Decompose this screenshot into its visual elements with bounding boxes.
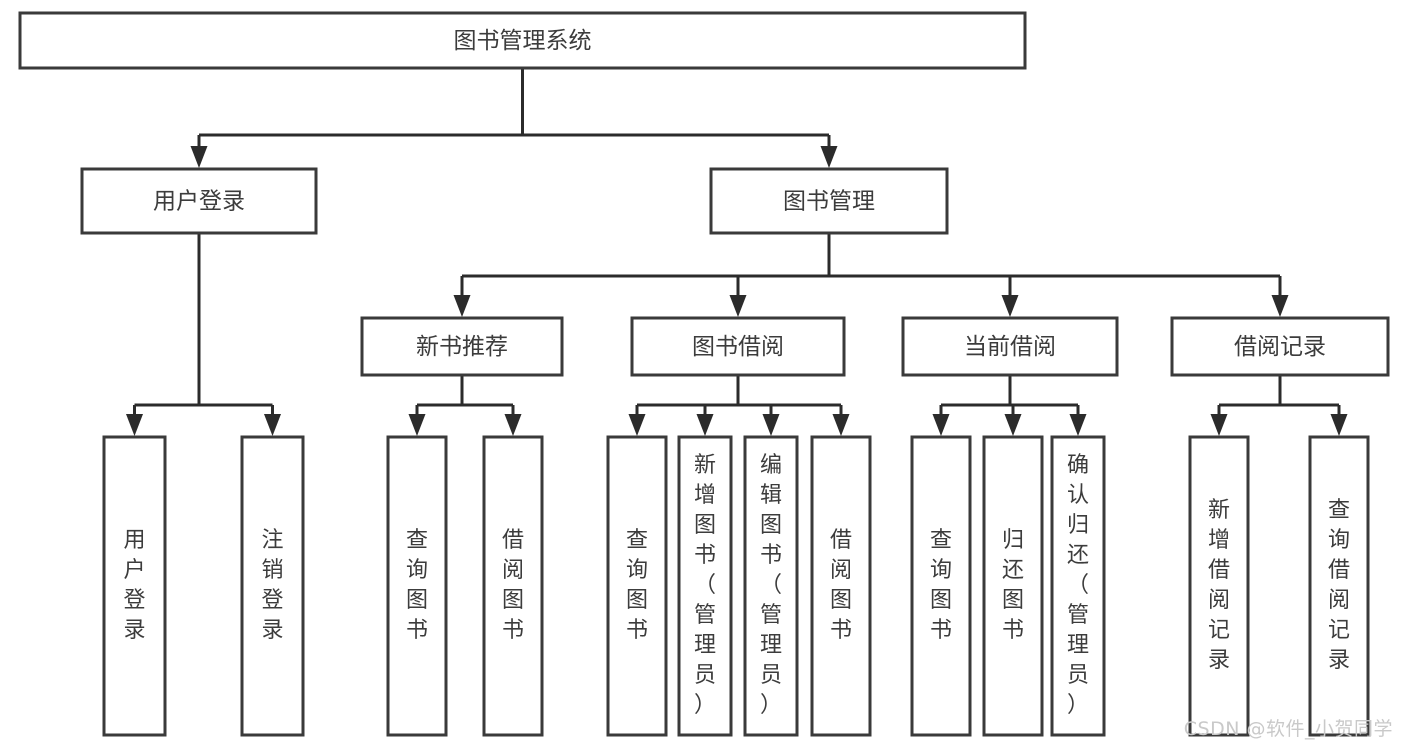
node-label: 图书借阅 <box>692 334 784 360</box>
node-label: 借阅图书 <box>502 528 524 643</box>
node-label: 用户登录 <box>123 528 145 643</box>
node-label: 查询图书 <box>626 528 648 643</box>
node-box[interactable] <box>677 435 733 737</box>
node-box[interactable] <box>1188 435 1250 737</box>
node-label: 借阅记录 <box>1234 334 1326 360</box>
connector-arrowhead <box>1069 414 1087 436</box>
connector-arrowhead <box>932 414 950 436</box>
node-box[interactable] <box>630 316 846 377</box>
connector-arrowhead <box>729 295 747 317</box>
node-box[interactable] <box>1050 435 1106 737</box>
node-label: 图书管理 <box>783 189 875 215</box>
node-root[interactable]: 图书管理系统 <box>18 11 1027 70</box>
connector-arrowhead <box>1210 414 1228 436</box>
node-label: 查询借阅记录 <box>1328 498 1350 673</box>
node-lf-12[interactable]: 查询借阅记录 <box>1308 435 1370 737</box>
node-box[interactable] <box>240 435 305 737</box>
node-lf-0[interactable]: 用户登录 <box>102 435 167 737</box>
node-label: 查询图书 <box>930 528 952 643</box>
connector-arrowhead <box>1271 295 1289 317</box>
connector-group <box>1210 375 1348 436</box>
node-l2-2[interactable]: 当前借阅 <box>901 316 1119 377</box>
node-box[interactable] <box>1170 316 1390 377</box>
node-lf-8[interactable]: 查询图书 <box>910 435 972 737</box>
node-l2-0[interactable]: 新书推荐 <box>360 316 564 377</box>
node-l1-1[interactable]: 图书管理 <box>709 167 949 235</box>
node-lf-3[interactable]: 借阅图书 <box>482 435 544 737</box>
node-box[interactable] <box>360 316 564 377</box>
node-lf-5[interactable]: 新增图书（管理员） <box>677 435 733 737</box>
connector-arrowhead <box>832 414 850 436</box>
node-lf-2[interactable]: 查询图书 <box>386 435 448 737</box>
connector-arrowhead <box>264 414 281 436</box>
node-label: 注销登录 <box>261 528 283 643</box>
node-label: 新增图书（管理员） <box>694 453 716 718</box>
connector-arrowhead <box>1001 295 1019 317</box>
connector-layer <box>126 68 1348 436</box>
connector-group <box>126 233 281 436</box>
node-label: 借阅图书 <box>830 528 852 643</box>
connector-arrowhead <box>1004 414 1022 436</box>
node-lf-9[interactable]: 归还图书 <box>982 435 1044 737</box>
connector-arrowhead <box>453 295 471 317</box>
connector-arrowhead <box>408 414 426 436</box>
node-label: 新书推荐 <box>416 334 508 360</box>
node-lf-1[interactable]: 注销登录 <box>240 435 305 737</box>
node-label: 图书管理系统 <box>454 28 592 54</box>
node-layer: 图书管理系统用户登录图书管理新书推荐图书借阅当前借阅借阅记录用户登录注销登录查询… <box>18 11 1390 737</box>
node-label: 归还图书 <box>1002 528 1024 643</box>
connector-arrowhead <box>696 414 714 436</box>
node-box[interactable] <box>743 435 799 737</box>
node-box[interactable] <box>102 435 167 737</box>
node-label: 编辑图书（管理员） <box>760 453 782 718</box>
connector-group <box>408 375 522 436</box>
node-box[interactable] <box>709 167 949 235</box>
node-box[interactable] <box>982 435 1044 737</box>
node-l1-0[interactable]: 用户登录 <box>80 167 318 235</box>
node-box[interactable] <box>606 435 668 737</box>
node-lf-7[interactable]: 借阅图书 <box>810 435 872 737</box>
node-lf-11[interactable]: 新增借阅记录 <box>1188 435 1250 737</box>
node-label: 查询图书 <box>406 528 428 643</box>
node-box[interactable] <box>901 316 1119 377</box>
node-box[interactable] <box>80 167 318 235</box>
connector-arrowhead <box>504 414 522 436</box>
connector-arrowhead <box>628 414 646 436</box>
connector-arrowhead <box>762 414 780 436</box>
connector-arrowhead <box>126 414 143 436</box>
node-label: 确认归还（管理员） <box>1067 453 1089 718</box>
node-label: 新增借阅记录 <box>1208 498 1230 673</box>
connector-arrowhead <box>820 146 838 168</box>
node-label: 用户登录 <box>153 189 245 215</box>
connector-arrowhead <box>1330 414 1348 436</box>
connector-group <box>190 68 838 168</box>
node-label: 当前借阅 <box>964 334 1056 360</box>
connector-group <box>628 375 850 436</box>
node-box[interactable] <box>482 435 544 737</box>
node-lf-6[interactable]: 编辑图书（管理员） <box>743 435 799 737</box>
node-lf-4[interactable]: 查询图书 <box>606 435 668 737</box>
node-box[interactable] <box>18 11 1027 70</box>
node-l2-3[interactable]: 借阅记录 <box>1170 316 1390 377</box>
connector-group <box>453 233 1289 317</box>
connector-group <box>932 375 1087 436</box>
node-lf-10[interactable]: 确认归还（管理员） <box>1050 435 1106 737</box>
connector-arrowhead <box>190 146 208 168</box>
node-box[interactable] <box>910 435 972 737</box>
node-box[interactable] <box>386 435 448 737</box>
node-l2-1[interactable]: 图书借阅 <box>630 316 846 377</box>
node-box[interactable] <box>1308 435 1370 737</box>
node-box[interactable] <box>810 435 872 737</box>
